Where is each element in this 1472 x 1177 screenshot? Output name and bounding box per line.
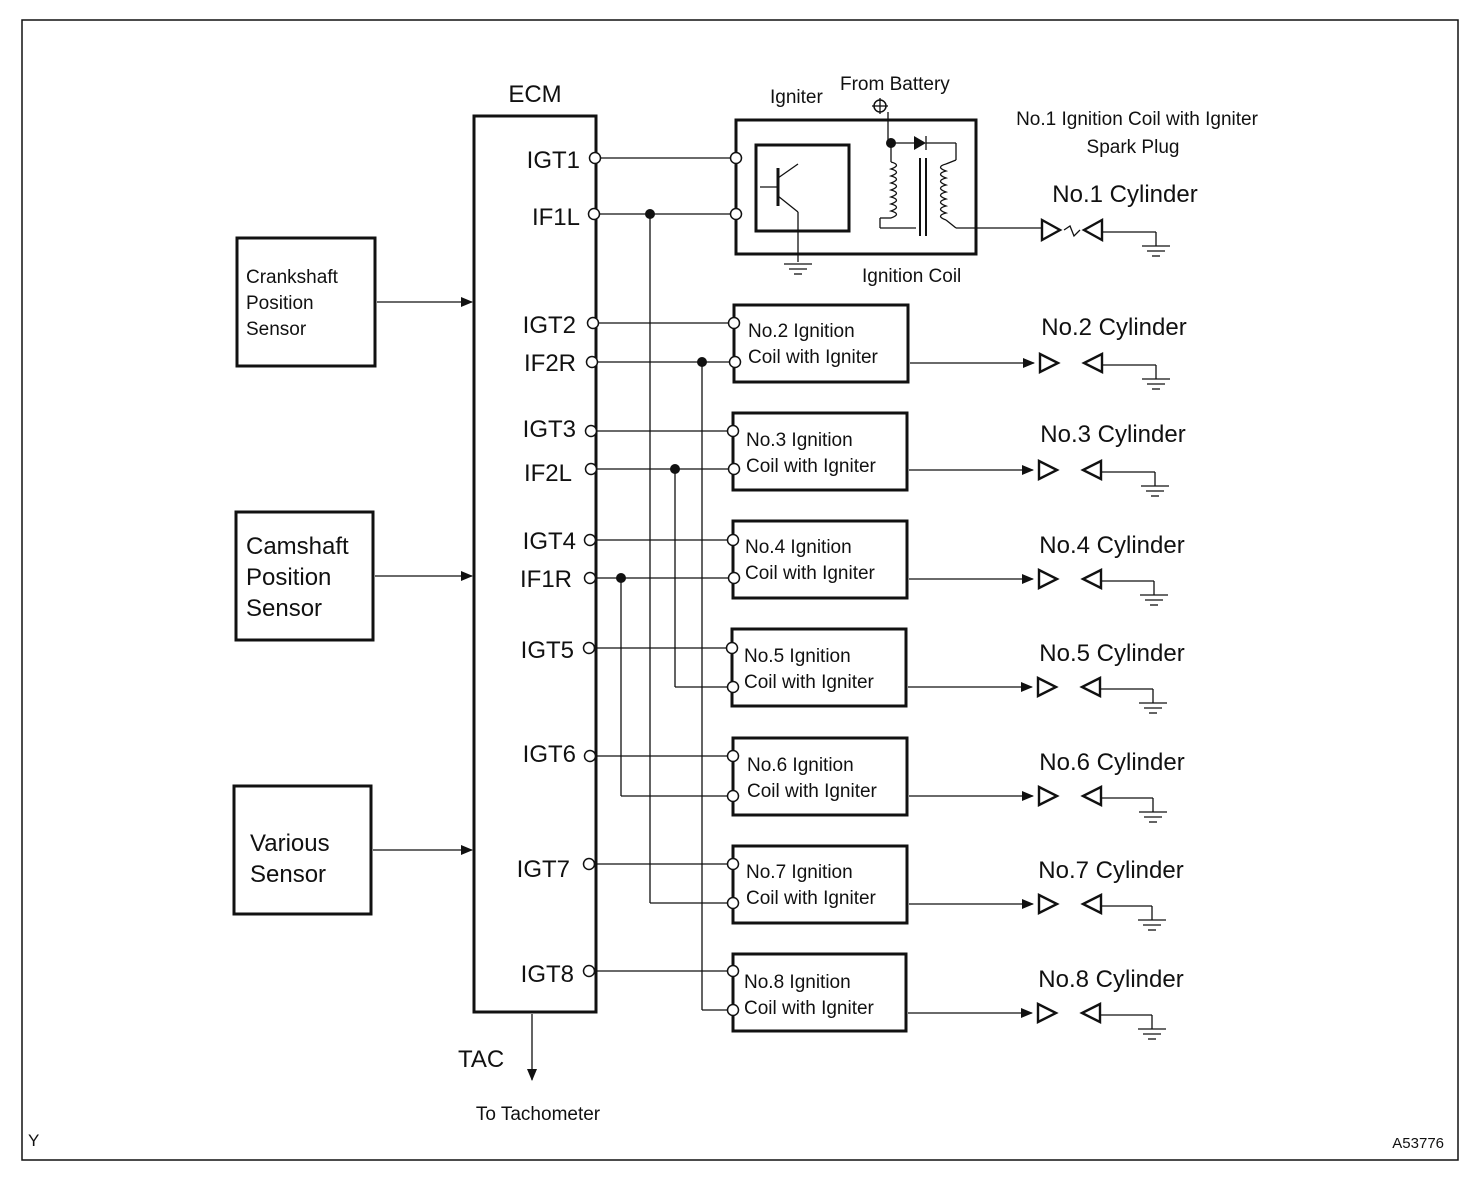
- cylinder-5-label: No.5 Cylinder: [1039, 640, 1184, 667]
- pin-label-igt8: IGT8: [521, 961, 574, 988]
- sensor-crankshaft: Crankshaft Position Sensor: [235, 236, 473, 368]
- coil-3-line1: No.3 Ignition: [746, 430, 853, 451]
- figure-code: A53776: [1392, 1135, 1444, 1152]
- coil-7-line1: No.7 Ignition: [746, 862, 853, 883]
- coil-1-caption-line1: No.1 Ignition Coil with Igniter: [1016, 109, 1259, 130]
- spark-plug-label: Spark Plug: [1087, 137, 1180, 158]
- sensor-camshaft-line2: Position: [246, 564, 331, 591]
- sensor-camshaft-line3: Sensor: [246, 595, 322, 622]
- ecm-title: ECM: [508, 81, 561, 108]
- coil-2-line2: Coil with Igniter: [748, 347, 879, 368]
- cylinder-8-label: No.8 Cylinder: [1038, 966, 1183, 993]
- pin-label-igt4: IGT4: [523, 528, 576, 555]
- sensor-crankshaft-line2: Position: [246, 293, 314, 314]
- signal-wiring: [589, 157, 736, 1011]
- sensor-various: Various Sensor: [232, 784, 473, 916]
- pin-label-igt7: IGT7: [517, 856, 570, 883]
- igniter-label: Igniter: [770, 87, 823, 108]
- tachometer-label: To Tachometer: [476, 1104, 601, 1125]
- coil-2-line1: No.2 Ignition: [748, 321, 855, 342]
- from-battery-label: From Battery: [840, 74, 950, 95]
- cylinder-2-label: No.2 Cylinder: [1041, 314, 1186, 341]
- sensor-camshaft-line1: Camshaft: [246, 533, 349, 560]
- coil-2-module: No.2 Ignition Coil with Igniter No.2 Cyl…: [727, 303, 1187, 390]
- coil-7-line2: Coil with Igniter: [746, 888, 877, 909]
- coil-6-module: No.6 Ignition Coil with Igniter No.6 Cyl…: [726, 736, 1185, 823]
- pin-label-igt3: IGT3: [523, 416, 576, 443]
- sensor-crankshaft-line1: Crankshaft: [246, 267, 339, 288]
- pin-label-if2l: IF2L: [524, 460, 572, 487]
- pin-label-if2r: IF2R: [524, 350, 576, 377]
- sensor-crankshaft-line3: Sensor: [246, 319, 307, 340]
- cylinder-7-label: No.7 Cylinder: [1038, 857, 1183, 884]
- pin-label-igt2: IGT2: [523, 312, 576, 339]
- cylinder-1-label: No.1 Cylinder: [1052, 181, 1197, 208]
- sensor-various-line1: Various: [250, 830, 330, 857]
- coil-8-module: No.8 Ignition Coil with Igniter No.8 Cyl…: [726, 952, 1184, 1040]
- coil-5-line1: No.5 Ignition: [744, 646, 851, 667]
- sensor-camshaft: Camshaft Position Sensor: [234, 510, 473, 642]
- cylinder-4-label: No.4 Cylinder: [1039, 532, 1184, 559]
- tac-label: TAC: [458, 1046, 504, 1073]
- coil-5-module: No.5 Ignition Coil with Igniter No.5 Cyl…: [725, 627, 1185, 714]
- sensor-various-line2: Sensor: [250, 861, 326, 888]
- coil-4-module: No.4 Ignition Coil with Igniter No.4 Cyl…: [726, 519, 1185, 606]
- pin-label-igt1: IGT1: [527, 147, 580, 174]
- coil-5-line2: Coil with Igniter: [744, 672, 875, 693]
- coil-1-assembly: Igniter From Battery Ignition Coil No.1 …: [729, 74, 1259, 287]
- cylinder-3-label: No.3 Cylinder: [1040, 421, 1185, 448]
- coil-8-line2: Coil with Igniter: [744, 998, 875, 1019]
- pin-label-if1l: IF1L: [532, 204, 580, 231]
- ecm-pins: [582, 151, 602, 978]
- coil-4-line2: Coil with Igniter: [745, 563, 876, 584]
- pin-label-if1r: IF1R: [520, 566, 572, 593]
- coil-8-line1: No.8 Ignition: [744, 972, 851, 993]
- coil-4-line1: No.4 Ignition: [745, 537, 852, 558]
- coil-6-line2: Coil with Igniter: [747, 781, 878, 802]
- coil-3-module: No.3 Ignition Coil with Igniter No.3 Cyl…: [726, 411, 1186, 497]
- coil-7-module: No.7 Ignition Coil with Igniter No.7 Cyl…: [726, 844, 1184, 931]
- ignition-coil-label: Ignition Coil: [862, 266, 961, 287]
- pin-label-igt6: IGT6: [523, 741, 576, 768]
- ecm-block: [472, 114, 598, 1014]
- corner-label-left: Y: [28, 1131, 39, 1150]
- coil-3-line2: Coil with Igniter: [746, 456, 877, 477]
- coil-6-line1: No.6 Ignition: [747, 755, 854, 776]
- spark-plug-1: No.1 Cylinder: [1040, 181, 1198, 257]
- pin-label-igt5: IGT5: [521, 637, 574, 664]
- outer-frame: [21, 19, 1459, 1161]
- cylinder-6-label: No.6 Cylinder: [1039, 749, 1184, 776]
